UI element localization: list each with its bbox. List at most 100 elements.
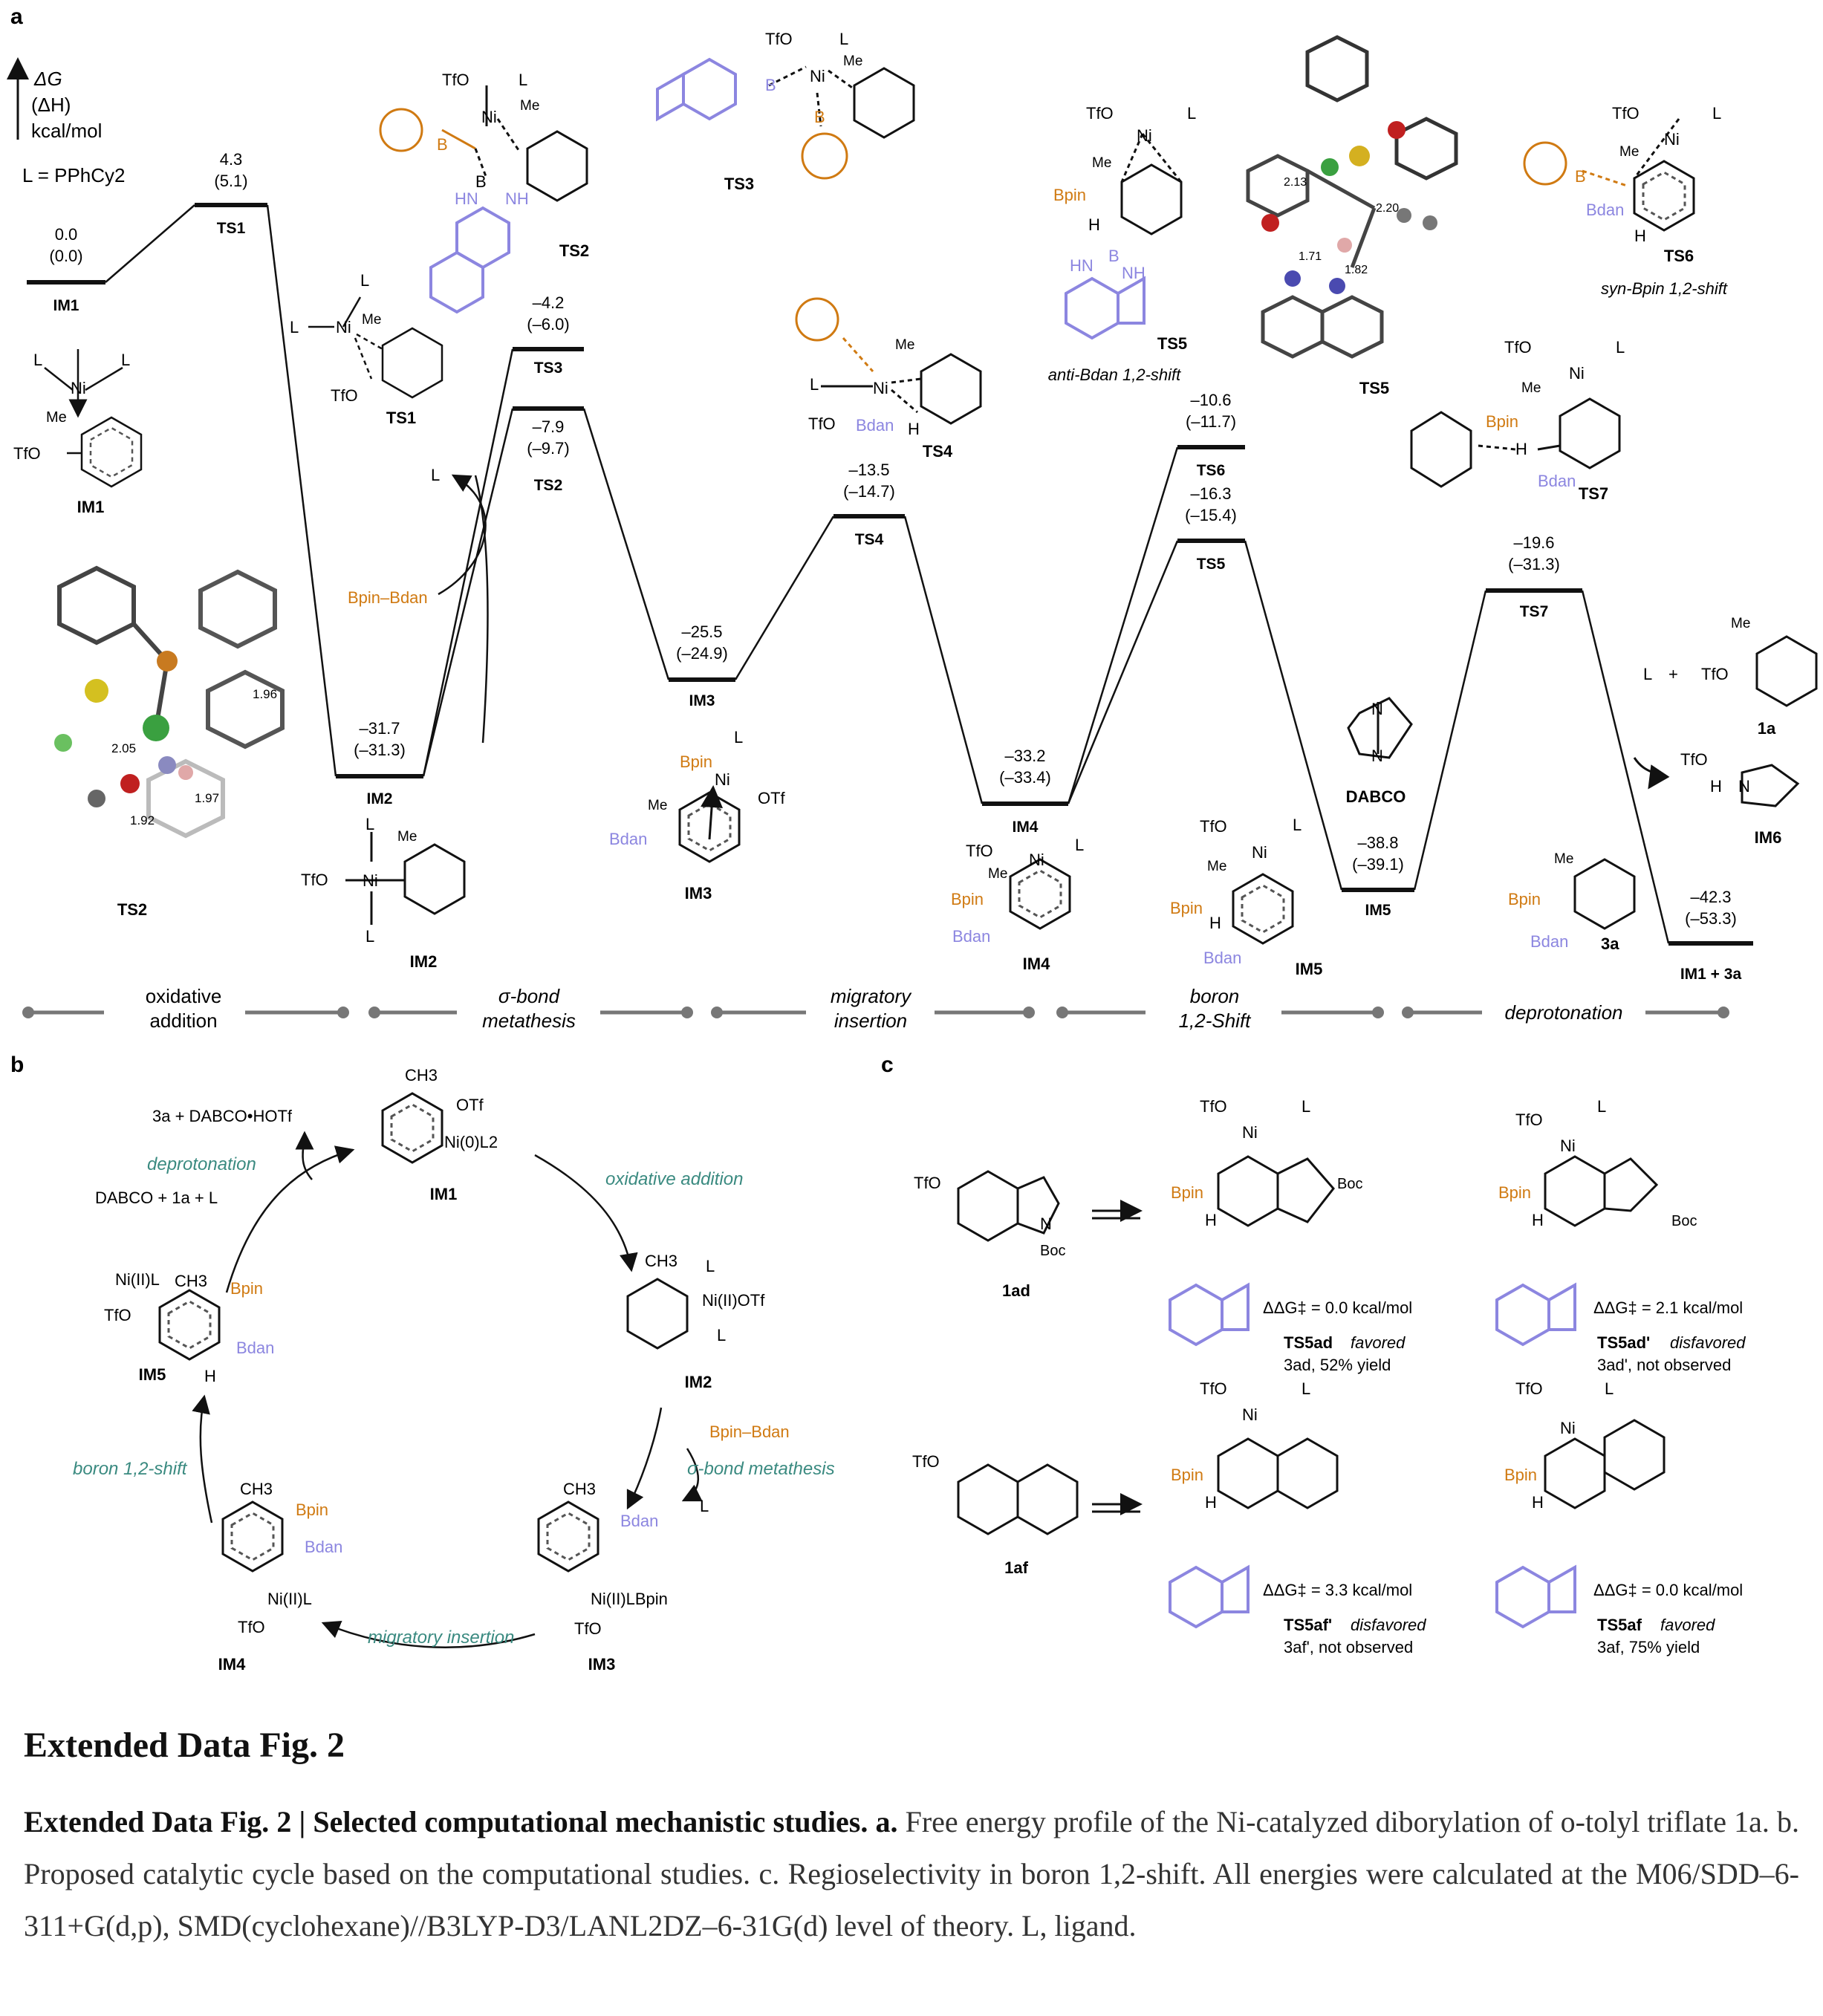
- ts2-bond-1-92: 1.92: [130, 813, 155, 827]
- level-name-im5: IM5: [1365, 902, 1391, 919]
- axis-dh: (ΔH): [31, 94, 71, 116]
- energy-axis: ΔG (ΔH) kcal/mol L = PPhCy2: [6, 57, 126, 186]
- im6-tfo: TfO: [1680, 750, 1708, 769]
- ts5af-ligand: L: [1605, 1379, 1614, 1398]
- stage-2-line1: σ-bond: [498, 985, 561, 1007]
- step-oxidative-addition: oxidative addition: [605, 1169, 743, 1189]
- cycle-im3-label: IM3: [588, 1655, 616, 1674]
- caption-text: Free energy profile of the Ni-catalyzed …: [24, 1805, 1800, 1942]
- ts5-bpin: Bpin: [1053, 186, 1086, 204]
- cycle-im5: [158, 1289, 221, 1361]
- figure-caption: Extended Data Fig. 2 | Selected computat…: [24, 1796, 1799, 1952]
- level-dh-final: (–53.3): [1685, 909, 1737, 928]
- 1ad-boc: Boc: [1040, 1243, 1065, 1259]
- cycle-im4-bdan: Bdan: [305, 1538, 342, 1556]
- ts7-tfo: TfO: [1504, 338, 1532, 357]
- im5-h: H: [1209, 914, 1221, 932]
- ts7-bdan: Bdan: [1538, 472, 1576, 490]
- ts5-bond-1-71: 1.71: [1299, 250, 1322, 263]
- structure-ts3: [656, 57, 915, 180]
- stage-dots: [22, 1007, 1729, 1018]
- structure-im5: [1232, 873, 1294, 945]
- level-name-im3: IM3: [689, 692, 715, 709]
- ts3-label: TS3: [724, 175, 754, 193]
- cycle-im1-otf: OTf: [456, 1096, 484, 1114]
- cycle-im2-ni: Ni(II)OTf: [702, 1291, 765, 1310]
- ts1-label: TS1: [386, 409, 416, 427]
- cycle-im1-label: IM1: [430, 1185, 458, 1203]
- dabco-n-bottom: N: [1371, 747, 1383, 765]
- reagent-arrows: [438, 474, 489, 744]
- anti-shift-label: anti-Bdan 1,2-shift: [1048, 365, 1181, 384]
- ts4-h: H: [908, 420, 920, 438]
- level-name-im2: IM2: [366, 790, 392, 807]
- ts5afp-h: H: [1205, 1493, 1217, 1512]
- ts5ad-name: TS5ad: [1284, 1333, 1333, 1352]
- ts4-ni: Ni: [873, 379, 888, 397]
- cycle-im1: [381, 1092, 443, 1164]
- cycle-im1-ni: Ni(0)L2: [444, 1133, 498, 1151]
- im1-label: IM1: [77, 498, 105, 516]
- ts5-bond-1-82: 1.82: [1345, 264, 1368, 276]
- structure-im6: [1633, 757, 1800, 807]
- level-value-ts5: –16.3: [1190, 484, 1231, 503]
- im1-me: Me: [46, 409, 67, 426]
- ts1-tfo: TfO: [331, 386, 358, 405]
- ts5af-ni: Ni: [1560, 1419, 1576, 1437]
- 3a-label: 3a: [1601, 934, 1619, 953]
- im1-ni: Ni: [71, 379, 86, 397]
- structure-im3: [678, 785, 741, 863]
- reagent-bpin-bdan: Bpin–Bdan: [348, 588, 428, 607]
- level-name-ts2: TS2: [534, 477, 563, 494]
- stage-3-line1: migratory: [831, 985, 912, 1007]
- ts7-ligand: L: [1616, 338, 1625, 357]
- cycle-im2-label: IM2: [685, 1373, 712, 1391]
- im1-ligand-left: L: [33, 351, 42, 369]
- structure-ts5-3d: [1246, 35, 1458, 359]
- im3-label: IM3: [685, 884, 712, 903]
- panel-c-ts-structures: [1169, 1155, 1666, 1629]
- im3-me: Me: [648, 798, 667, 813]
- im2-label: IM2: [410, 952, 438, 971]
- level-dh-ts2: (–9.7): [527, 439, 569, 458]
- ts7-label: TS7: [1579, 484, 1608, 503]
- ts7-bpin: Bpin: [1486, 412, 1518, 431]
- level-dh-ts5: (–15.4): [1185, 506, 1237, 524]
- ts5af-name: TS5af: [1597, 1616, 1642, 1634]
- figure-title: Extended Data Fig. 2: [24, 1726, 345, 1765]
- im1-tfo: TfO: [13, 444, 41, 463]
- im5-me: Me: [1207, 859, 1226, 874]
- ts5afp-ni: Ni: [1242, 1405, 1258, 1424]
- ts5adp-tfo: TfO: [1515, 1111, 1543, 1129]
- ts5-hn: HN: [1070, 256, 1094, 275]
- ligand-definition: L = PPhCy2: [22, 164, 126, 186]
- level-value-final: –42.3: [1690, 888, 1731, 906]
- cycle-im4-bpin: Bpin: [296, 1500, 328, 1519]
- im3-otf: OTf: [758, 789, 786, 807]
- stage-labels: oxidative addition σ-bond metathesis mig…: [146, 985, 1623, 1032]
- 1af-tfo: TfO: [912, 1452, 940, 1471]
- ts5-me: Me: [1092, 155, 1111, 171]
- ts2-me: Me: [520, 98, 539, 114]
- ts4-bdan: Bdan: [856, 416, 894, 435]
- ts5adp-ligand: L: [1597, 1097, 1606, 1116]
- ts5-h: H: [1088, 215, 1100, 234]
- ts5adp-h: H: [1532, 1211, 1544, 1229]
- 3a-me: Me: [1554, 851, 1573, 867]
- im5-bpin: Bpin: [1170, 899, 1203, 917]
- ts5af-bpin: Bpin: [1504, 1466, 1537, 1484]
- cycle-reagent: Bpin–Bdan: [709, 1422, 790, 1441]
- cycle-im4-tfo: TfO: [238, 1618, 265, 1636]
- cycle-im3: [537, 1500, 599, 1573]
- cycle-im3-ni: Ni(II)LBpin: [591, 1590, 668, 1608]
- ts6-b: B: [1575, 167, 1586, 186]
- level-dh-im5: (–39.1): [1352, 855, 1404, 874]
- ts5afp-tag: disfavored: [1351, 1616, 1426, 1634]
- ts5adp-ddg: ΔΔG‡ = 2.1 kcal/mol: [1593, 1298, 1743, 1317]
- 1af-label: 1af: [1004, 1558, 1028, 1577]
- ts3-tfo: TfO: [765, 30, 793, 48]
- 1ad-label: 1ad: [1002, 1281, 1030, 1300]
- level-dh-im3: (–24.9): [676, 644, 728, 663]
- level-dh-im2: (–31.3): [354, 741, 406, 759]
- structure-ts2: [379, 85, 588, 314]
